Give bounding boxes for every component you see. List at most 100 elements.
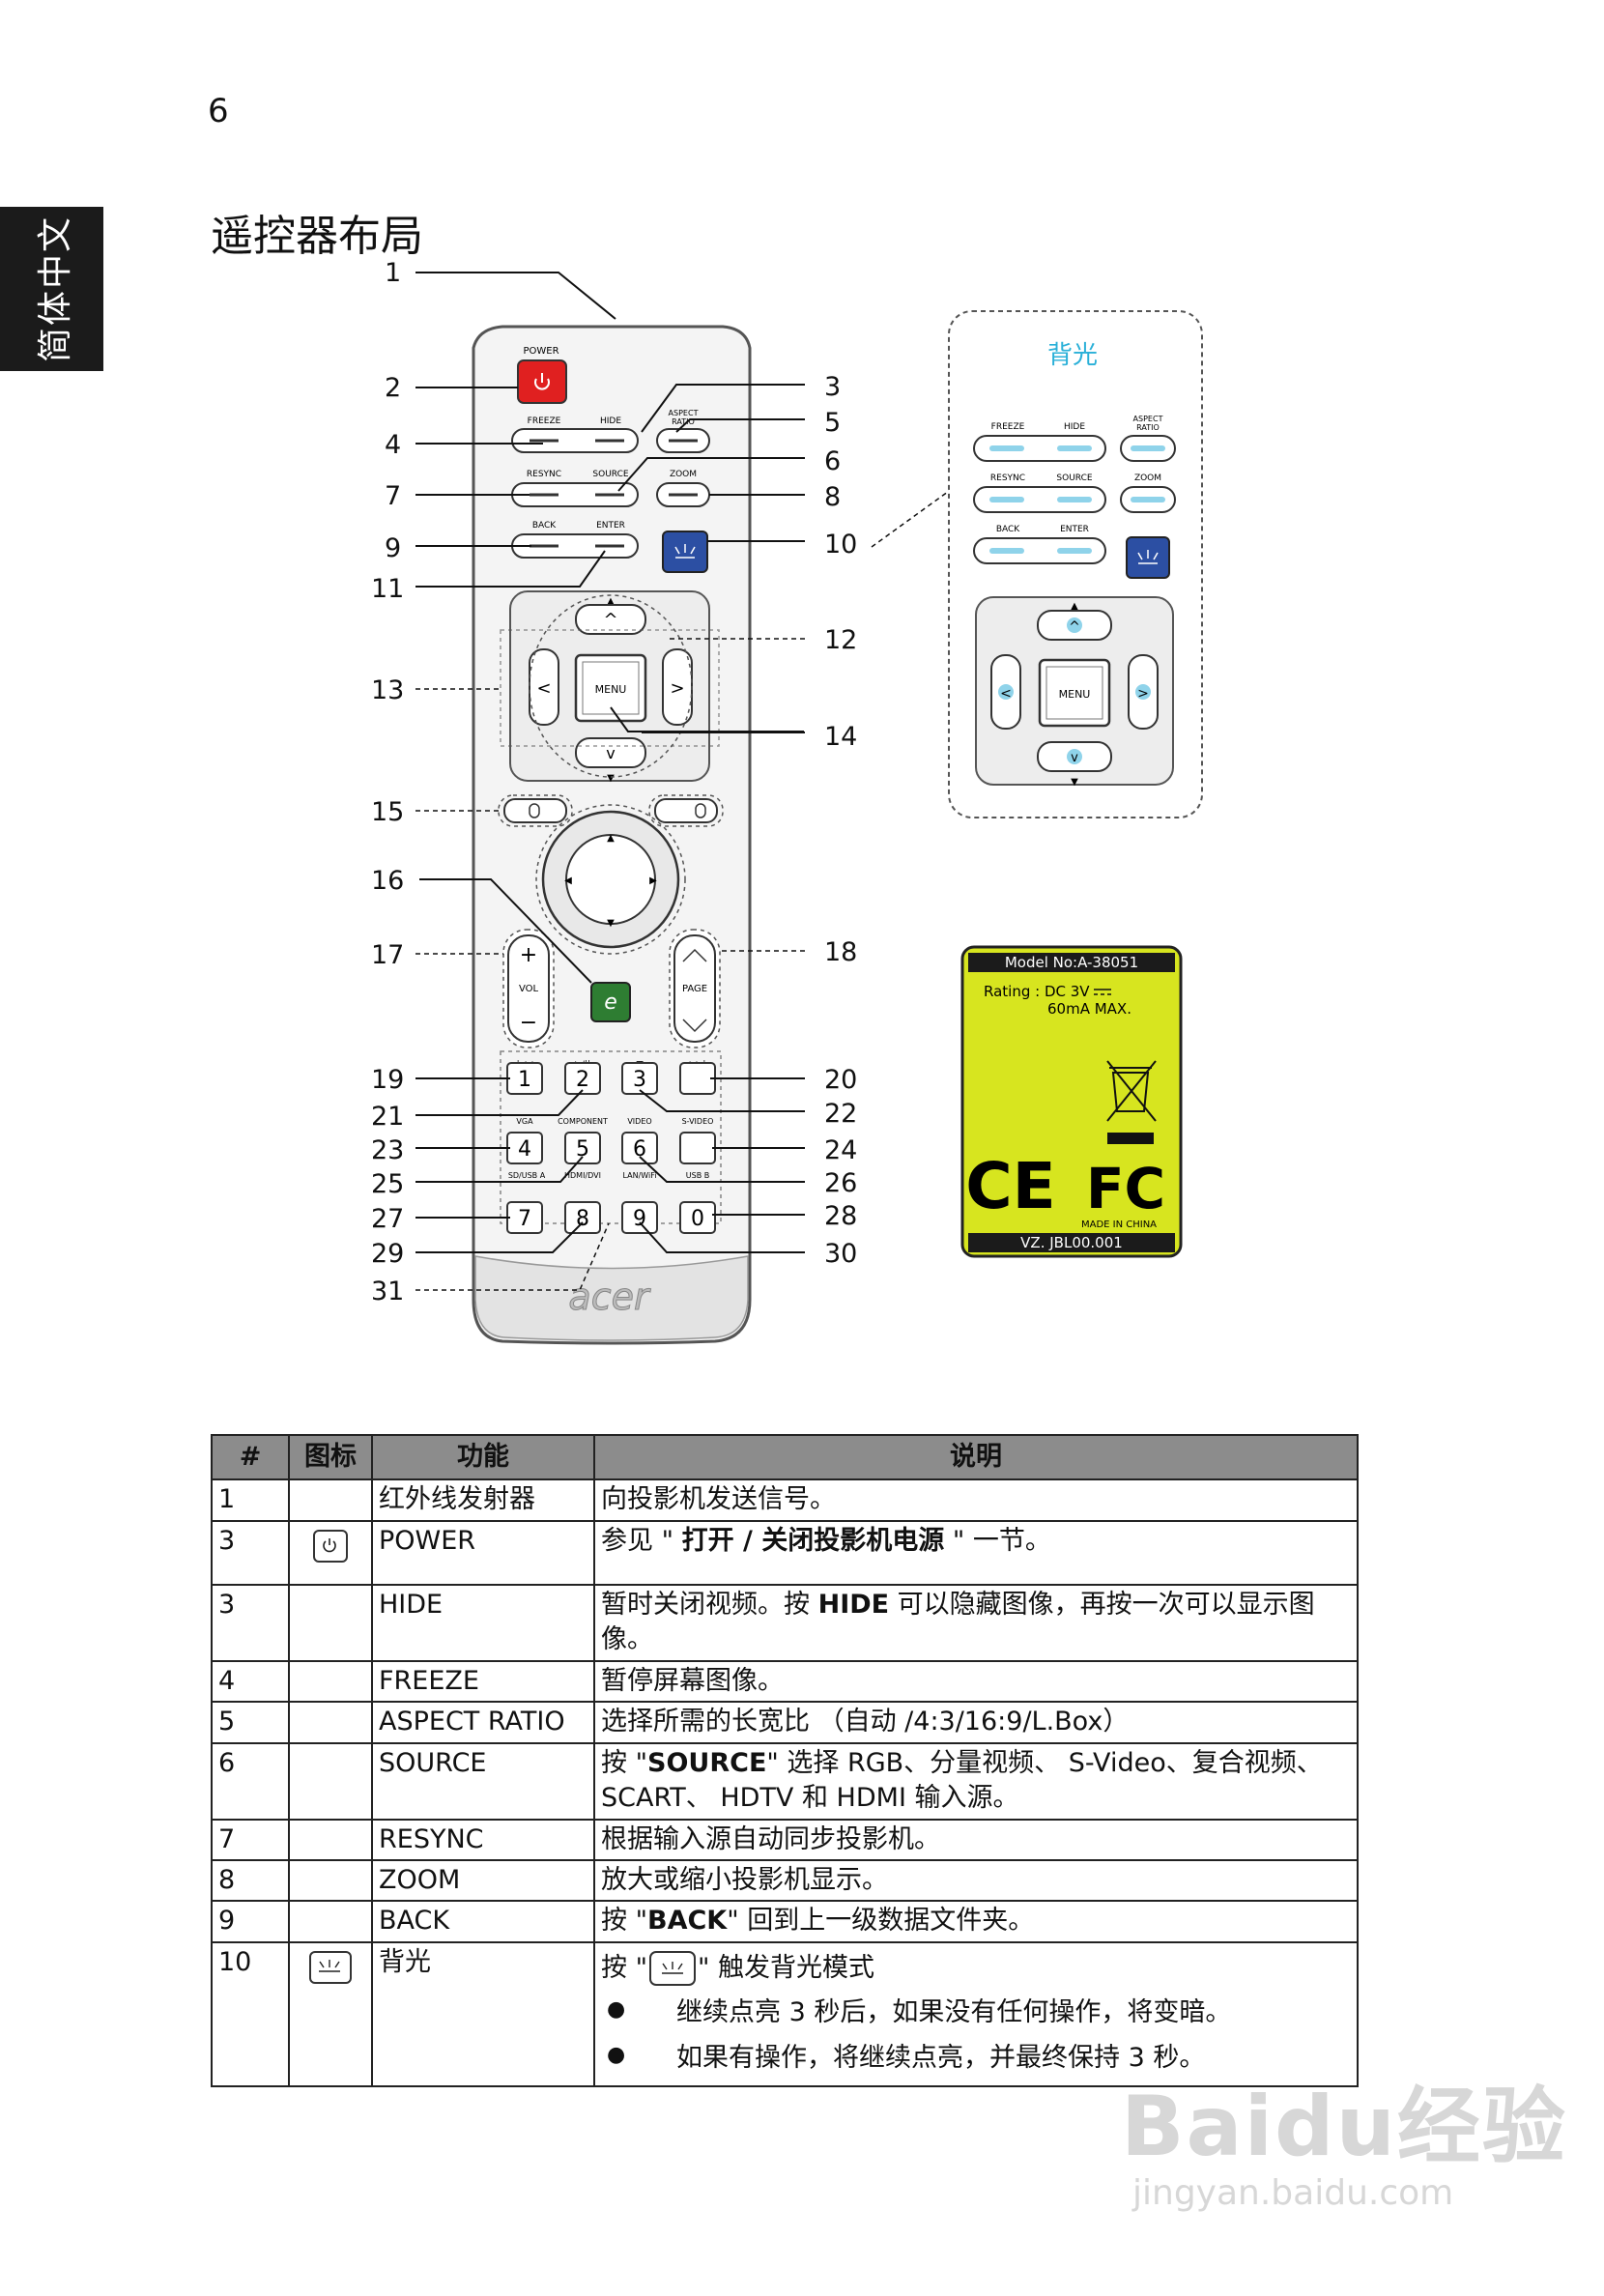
nav-left-button[interactable] [529, 648, 559, 726]
svg-text:SOURCE: SOURCE [1056, 474, 1092, 483]
remote-diagram: acer POWER FREEZE HIDE ASPECT RATIO RESY… [371, 258, 1203, 1345]
row-num: 7 [211, 1818, 290, 1861]
row-description: 放大或缩小投影机显示。 [593, 1858, 1359, 1903]
mouse-left-click-button[interactable] [503, 798, 567, 823]
svg-text:◀: ◀ [564, 875, 572, 886]
callout-19: 19 [371, 1065, 404, 1095]
number-key-label: 6 [633, 1137, 646, 1162]
row-description: 暂时关闭视频。按 HIDE 可以隐藏图像，再按一次可以显示图像。 [593, 1583, 1359, 1662]
svg-text:<: < [536, 678, 551, 699]
row-num: 5 [211, 1701, 290, 1744]
number-key[interactable] [621, 1132, 658, 1164]
row-description: 选择所需的长宽比 （自动 /4:3/16:9/L.Box） [593, 1701, 1359, 1744]
backlight-icon [649, 1951, 697, 1987]
empowering-key[interactable] [590, 982, 631, 1022]
current-text: 60mA MAX. [1047, 1000, 1131, 1018]
callout-1: 1 [385, 258, 401, 288]
function-key[interactable] [679, 1062, 716, 1095]
rating-label: Model No:A-38051 Rating : DC 3V 60mA MAX… [960, 945, 1183, 1258]
svg-text:v: v [1071, 751, 1078, 765]
component-label: COMPONENT [558, 1117, 608, 1126]
number-key[interactable] [621, 1201, 658, 1234]
callout-26: 26 [824, 1168, 857, 1198]
mouse-right-click-button[interactable] [654, 798, 718, 823]
table-row: 4 FREEZE 暂停屏幕图像。 [211, 1659, 1359, 1704]
table-row: 1 红外线发射器 向投影机发送信号。 [211, 1478, 1359, 1522]
vga-label: VGA [516, 1117, 533, 1126]
page-rocker[interactable] [673, 934, 716, 1043]
callout-23: 23 [371, 1135, 404, 1165]
usb-b-label: USB B [686, 1171, 709, 1180]
header-function: 功能 [371, 1433, 595, 1481]
callout-3: 3 [824, 372, 841, 402]
callout-lines [415, 272, 805, 1253]
power-icon [534, 373, 550, 390]
callout-28: 28 [824, 1201, 857, 1231]
table-row: 5 ASPECT RATIO 选择所需的长宽比 （自动 /4:3/16:9/L.… [211, 1701, 1359, 1744]
number-key[interactable] [621, 1062, 658, 1095]
model-number: Model No:A-38051 [1005, 954, 1138, 971]
svg-text:▼: ▼ [607, 773, 615, 784]
callout-27: 27 [371, 1204, 404, 1234]
svg-text:▲: ▲ [607, 596, 615, 607]
table-row: 6 SOURCE 按 "SOURCE" 选择 RGB、分量视频、 S-Video… [211, 1741, 1359, 1821]
callout-9: 9 [385, 533, 401, 563]
function-key[interactable] [679, 1132, 716, 1164]
rating-text: Rating : DC 3V [984, 983, 1090, 1000]
number-key[interactable] [679, 1201, 716, 1234]
weee-bin-icon [1106, 1060, 1157, 1122]
svg-text:MENU: MENU [1059, 688, 1091, 701]
svg-text:▼: ▼ [607, 918, 615, 929]
number-key[interactable] [564, 1201, 601, 1234]
callout-7: 7 [385, 481, 401, 511]
row-num: 4 [211, 1659, 290, 1704]
header-icon: 图标 [288, 1433, 373, 1481]
page-number: 6 [208, 92, 229, 130]
row-function: ZOOM [371, 1858, 595, 1903]
row-function: 红外线发射器 [371, 1478, 595, 1522]
callout-21: 21 [371, 1102, 404, 1132]
power-label: POWER [523, 346, 559, 357]
callout-30: 30 [824, 1239, 857, 1269]
hide-label: HIDE [600, 416, 621, 426]
volume-rocker[interactable] [507, 934, 550, 1043]
backlight-icon [674, 544, 696, 559]
svg-text:^: ^ [1069, 619, 1080, 635]
svg-text:+: + [520, 943, 537, 967]
function-table: # 图标 功能 说明 1 红外线发射器 向投影机发送信号。 3 POWER 参见… [211, 1433, 1359, 2088]
row-description: 按 "BACK" 回到上一级数据文件夹。 [593, 1900, 1359, 1943]
ce-mark: CE [965, 1149, 1056, 1223]
callout-25: 25 [371, 1169, 404, 1199]
enter-label: ENTER [596, 521, 625, 531]
callout-12: 12 [824, 625, 857, 655]
callout-4: 4 [385, 430, 401, 460]
callout-5: 5 [824, 408, 841, 438]
svideo-label: S-VIDEO [682, 1117, 714, 1126]
nav-up-button[interactable] [575, 604, 646, 635]
freeze-hide-rocker[interactable] [511, 428, 639, 453]
row-description: 向投影机发送信号。 [593, 1478, 1359, 1522]
number-key-label: 0 [691, 1207, 704, 1231]
number-key-label: 4 [518, 1137, 531, 1162]
callout-2: 2 [385, 373, 401, 403]
svg-text:HIDE: HIDE [1064, 422, 1085, 432]
row-num: 3 [211, 1519, 290, 1586]
label-code: VZ. JBL00.001 [1020, 1234, 1123, 1251]
callout-numbers: 1 2 3 4 5 6 7 8 9 10 11 12 13 14 15 16 1… [371, 258, 857, 1306]
svg-text:▲: ▲ [607, 833, 615, 844]
row-description: 参见 " 打开 / 关闭投影机电源 " 一节。 [593, 1519, 1359, 1586]
zoom-label: ZOOM [670, 470, 697, 479]
svg-text:RESYNC: RESYNC [990, 474, 1025, 483]
watermark-url: jingyan.baidu.com [1132, 2173, 1454, 2213]
number-key[interactable] [564, 1062, 601, 1095]
svg-text:ZOOM: ZOOM [1134, 474, 1161, 483]
freeze-label: FREEZE [528, 416, 561, 426]
callout-31: 31 [371, 1277, 404, 1306]
resync-label: RESYNC [527, 470, 561, 479]
e-icon: e [604, 990, 617, 1015]
callout-24: 24 [824, 1135, 857, 1165]
number-key[interactable] [564, 1132, 601, 1164]
aspect-label-2: RATIO [672, 417, 695, 426]
menu-button[interactable] [574, 653, 647, 723]
